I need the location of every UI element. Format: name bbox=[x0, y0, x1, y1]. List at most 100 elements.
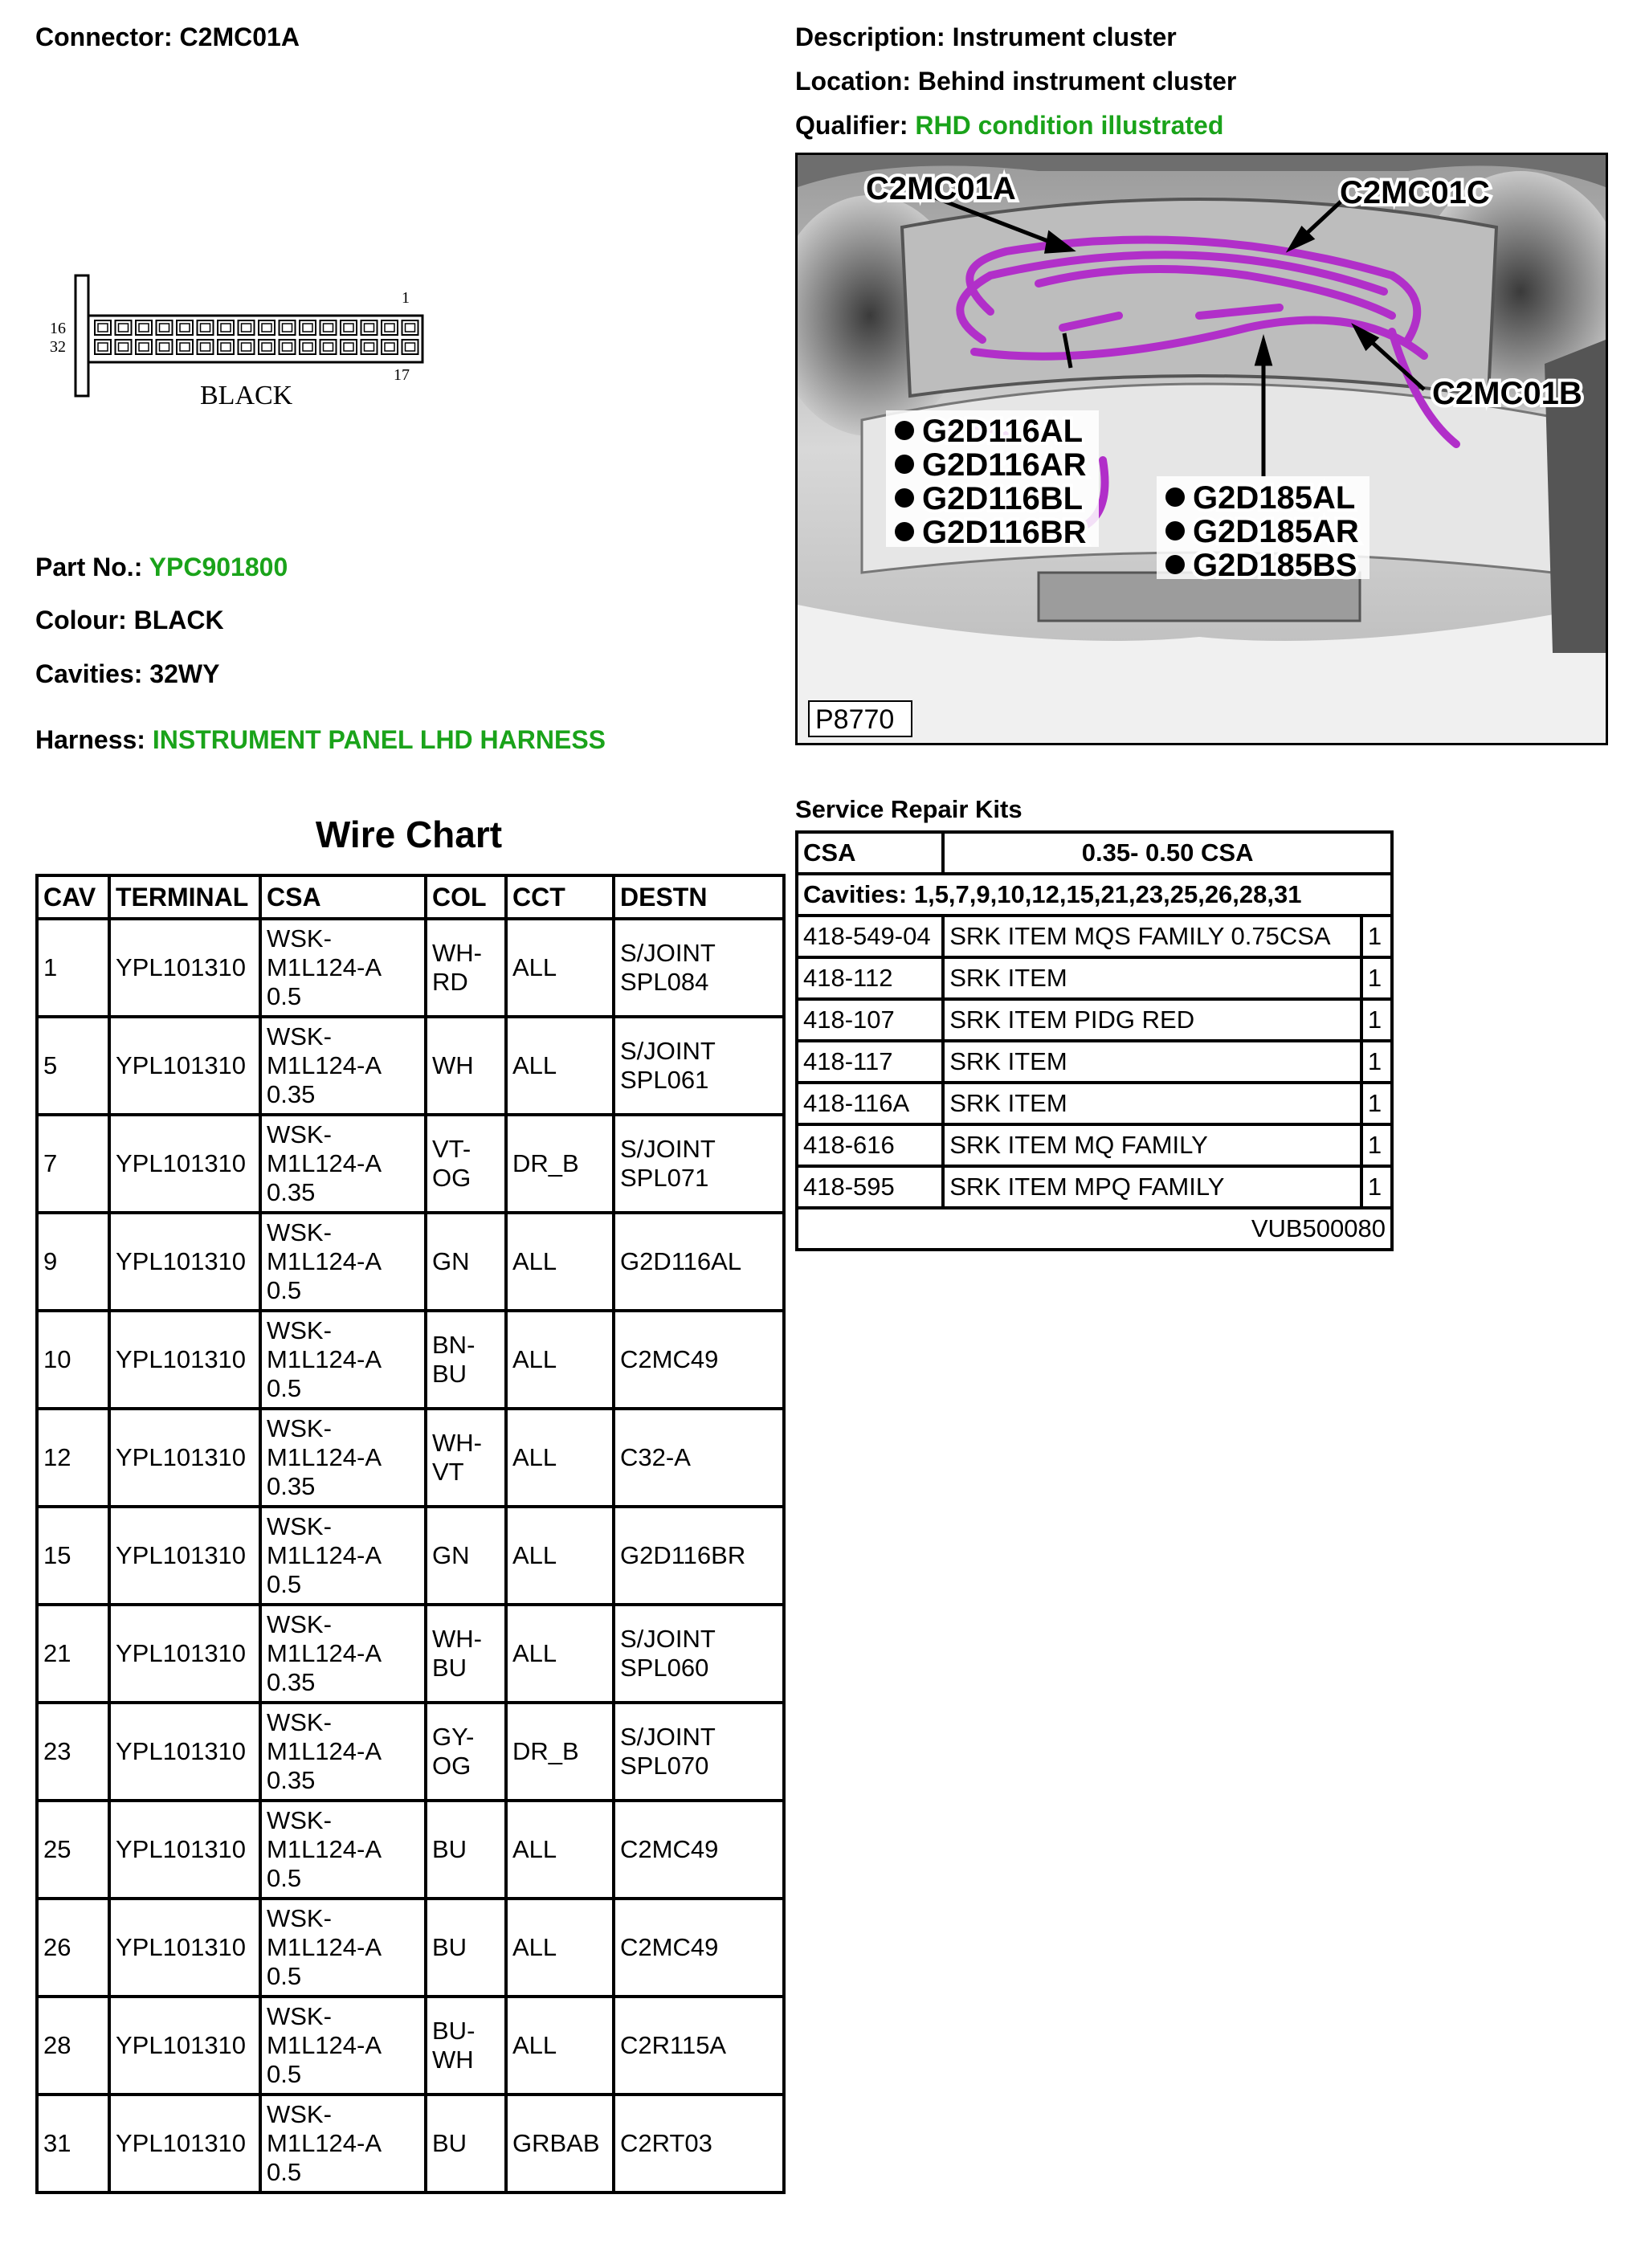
connector-terminal bbox=[404, 323, 416, 332]
cell-col-line: GY- bbox=[432, 1723, 475, 1751]
header-csa: CSA bbox=[259, 874, 427, 920]
cell-destn: C32-A bbox=[612, 1407, 786, 1508]
srk-csa-value: 0.35- 0.50 CSA bbox=[941, 830, 1394, 875]
connector-latch bbox=[74, 274, 90, 398]
cell-col: BU bbox=[424, 1897, 508, 1998]
cell-terminal: YPL101310 bbox=[108, 2093, 262, 2194]
header-destn: DESTN bbox=[612, 874, 786, 920]
connector-terminal bbox=[138, 323, 149, 332]
connector-terminal bbox=[158, 342, 170, 352]
location-value: Behind instrument cluster bbox=[917, 67, 1237, 96]
description-line: Description: Instrument cluster bbox=[795, 22, 1177, 52]
callout-c2mc01c: C2MC01C bbox=[1340, 175, 1490, 210]
cell-col: WH-VT bbox=[424, 1407, 508, 1508]
srk-desc: SRK ITEM MQ FAMILY bbox=[941, 1123, 1363, 1168]
bullet-icon bbox=[895, 488, 914, 508]
connector-terminal bbox=[343, 342, 354, 352]
connector-terminal bbox=[404, 342, 416, 352]
srk-qty: 1 bbox=[1359, 1123, 1394, 1168]
cell-destn-line: C2MC49 bbox=[620, 1835, 719, 1863]
cell-col-line: BU bbox=[432, 1654, 467, 1682]
connector-cavity bbox=[196, 339, 214, 355]
connector-cavity bbox=[258, 320, 276, 336]
connector-terminal bbox=[97, 342, 108, 352]
connector-line: Connector: C2MC01A bbox=[35, 22, 300, 52]
ground-g2d116bl: G2D116BL bbox=[922, 481, 1083, 516]
connector-cavity bbox=[135, 339, 153, 355]
cell-destn-line: S/JOINT bbox=[620, 1037, 716, 1065]
connector-cavity bbox=[299, 339, 316, 355]
cell-cct: GRBAB bbox=[504, 2093, 615, 2194]
srk-desc: SRK ITEM bbox=[941, 1039, 1363, 1084]
cell-col: WH bbox=[424, 1015, 508, 1116]
cell-col: BU bbox=[424, 1799, 508, 1900]
cell-cav: 28 bbox=[35, 1995, 111, 2096]
connector-terminal bbox=[179, 323, 190, 332]
cell-cct: ALL bbox=[504, 917, 615, 1018]
srk-part: 418-595 bbox=[794, 1165, 945, 1209]
cell-cct: ALL bbox=[504, 1799, 615, 1900]
srk-desc: SRK ITEM PIDG RED bbox=[941, 997, 1363, 1042]
cell-terminal: YPL101310 bbox=[108, 1995, 262, 2096]
qualifier-line: Qualifier: RHD condition illustrated bbox=[795, 111, 1223, 141]
connector-cavity bbox=[278, 320, 296, 336]
srk-part: 418-616 bbox=[794, 1123, 945, 1168]
connector-terminal bbox=[220, 342, 231, 352]
srk-cavities: Cavities: 1,5,7,9,10,12,15,21,23,25,26,2… bbox=[795, 872, 1394, 917]
cavities-value: 32WY bbox=[149, 659, 220, 688]
connector-cavity bbox=[258, 339, 276, 355]
callout-c2mc01b: C2MC01B bbox=[1432, 376, 1582, 411]
location-label: Location: bbox=[795, 67, 911, 96]
cavities-line: Cavities: 32WY bbox=[35, 659, 219, 689]
cell-col-line: WH bbox=[432, 1051, 474, 1079]
cell-destn-line: C32-A bbox=[620, 1443, 691, 1471]
srk-desc: SRK ITEM MQS FAMILY 0.75CSA bbox=[941, 914, 1363, 959]
cell-cav: 15 bbox=[35, 1505, 111, 1606]
cell-col: WH-RD bbox=[424, 917, 508, 1018]
cell-terminal: YPL101310 bbox=[108, 1113, 262, 1214]
cell-cav: 9 bbox=[35, 1211, 111, 1312]
cell-csa-line: M1L124-A bbox=[267, 1345, 382, 1373]
connector-terminal bbox=[220, 323, 231, 332]
connector-cavity bbox=[319, 320, 337, 336]
cell-csa-line: M1L124-A bbox=[267, 1737, 382, 1765]
connector-terminal bbox=[384, 323, 395, 332]
cell-destn: C2RT03 bbox=[612, 2093, 786, 2194]
description-label: Description: bbox=[795, 22, 945, 51]
srk-qty: 1 bbox=[1359, 956, 1394, 1001]
cell-cct: DR_B bbox=[504, 1701, 615, 1802]
connector-cavity bbox=[299, 320, 316, 336]
cell-terminal: YPL101310 bbox=[108, 1309, 262, 1410]
cell-csa-line: M1L124-A bbox=[267, 1247, 382, 1275]
cell-destn-line: C2MC49 bbox=[620, 1933, 719, 1961]
cell-col-line: BU bbox=[432, 1933, 467, 1961]
connector-terminal bbox=[322, 342, 334, 352]
connector-cavity bbox=[278, 339, 296, 355]
cell-terminal: YPL101310 bbox=[108, 1505, 262, 1606]
cell-col-line: BU bbox=[432, 2129, 467, 2157]
header-cav: CAV bbox=[35, 874, 111, 920]
connector-cavity bbox=[360, 339, 378, 355]
ground-g2d116ar: G2D116AR bbox=[922, 447, 1087, 483]
cell-cct: ALL bbox=[504, 1603, 615, 1704]
cell-csa-line: 0.5 bbox=[267, 2158, 302, 2186]
cell-csa-line: M1L124-A bbox=[267, 1051, 382, 1079]
cell-csa-line: 0.5 bbox=[267, 2060, 302, 2088]
cell-csa-line: WSK- bbox=[267, 1414, 332, 1442]
